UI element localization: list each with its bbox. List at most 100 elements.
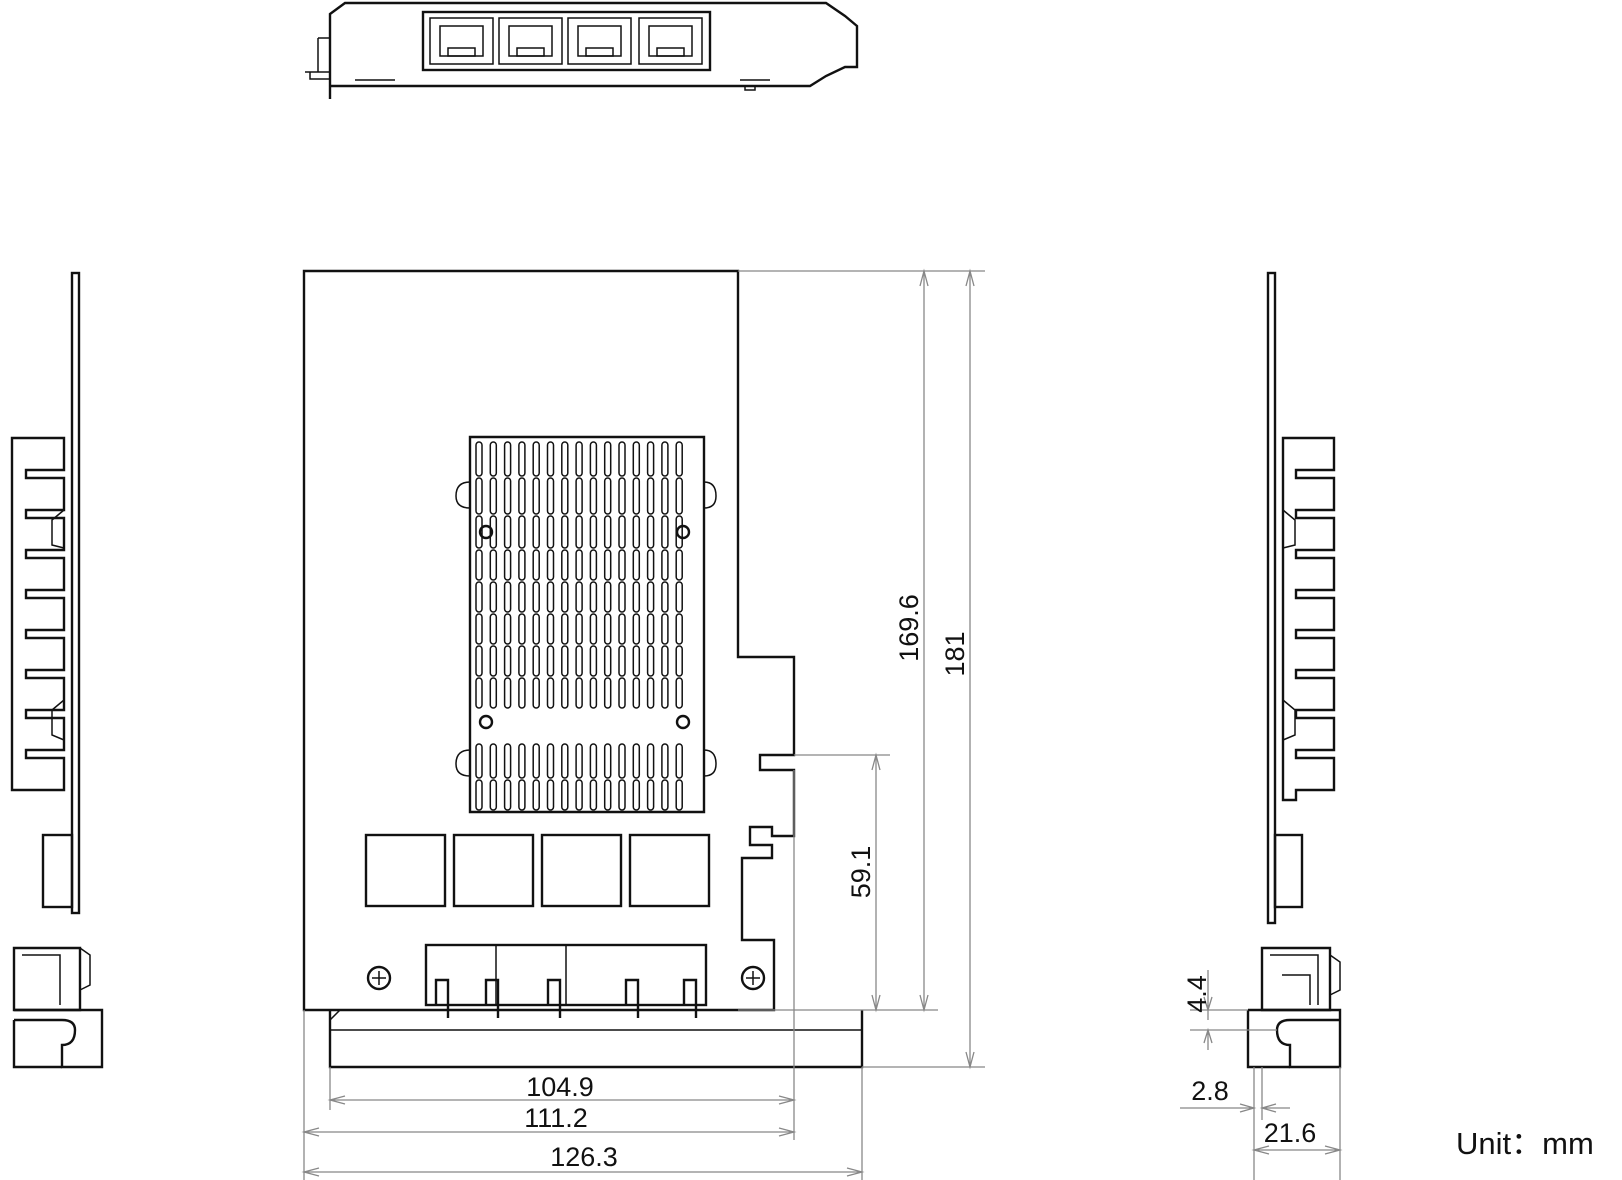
heatsink-fin-slot — [518, 743, 526, 779]
heatsink-fin-slot — [575, 743, 583, 779]
front-view — [302, 269, 864, 1069]
heatsink-fin-slot — [675, 581, 683, 613]
heatsink-fin-slot — [589, 515, 598, 549]
heatsink-fin-slot — [575, 645, 583, 677]
heatsink-fin-slot — [603, 581, 612, 613]
heatsink-fin-slot — [603, 515, 612, 549]
heatsink-fin-slot — [475, 441, 483, 477]
heatsink-fin-slot — [675, 477, 683, 515]
heatsink-fin-slot — [561, 743, 569, 779]
heatsink-fin-slot — [632, 581, 641, 613]
dim-board-length-2: 111.2 — [524, 1103, 588, 1133]
heatsink-fin-slot — [646, 743, 655, 779]
heatsink-fin-slot — [561, 613, 569, 645]
heatsink-fin-slot — [632, 677, 641, 709]
heatsink-fin-slot — [561, 441, 569, 477]
heatsink-fin-slot — [603, 779, 612, 811]
heatsink-fin-slot — [475, 743, 483, 779]
chip-pads — [364, 833, 711, 908]
heatsink-fin-slot — [561, 779, 569, 811]
heatsink-fin-slot — [675, 645, 683, 677]
heatsink-fin-slot — [618, 515, 626, 549]
heatsink-fin-slot — [618, 581, 626, 613]
heatsink-fin-slot — [618, 613, 626, 645]
heatsink-fin-slot — [489, 779, 498, 811]
heatsink-fin-slot — [532, 677, 540, 709]
heatsink-fin-slot — [546, 645, 555, 677]
heatsink-fin-slot — [661, 677, 669, 709]
heatsink-fin-slot — [589, 549, 598, 581]
heatsink-fin-slot — [589, 677, 598, 709]
screw-left — [366, 965, 392, 991]
heatsink-fin-slot — [646, 515, 655, 549]
dim-connector-distance: 59.1 — [846, 846, 876, 899]
dim-side-thickness: 21.6 — [1264, 1118, 1317, 1148]
heatsink-fin-slot — [546, 677, 555, 709]
dim-overall-length: 126.3 — [550, 1142, 618, 1172]
heatsink-fin-slot — [603, 743, 612, 779]
heatsink-fin-slot — [589, 645, 598, 677]
heatsink-fin-slot — [503, 441, 512, 477]
heatsink-fin-slot — [561, 677, 569, 709]
heatsink-fin-slot — [503, 779, 512, 811]
heatsink-fin-slot — [575, 515, 583, 549]
rj45-block-front — [424, 943, 708, 1018]
heatsink-fin-slot — [646, 441, 655, 477]
heatsink-fin-slot — [546, 779, 555, 811]
heatsink-fin-slot — [603, 645, 612, 677]
heatsink-fin-slot — [661, 441, 669, 477]
heatsink-fin-slot — [561, 549, 569, 581]
heatsink-fin-slot — [503, 645, 512, 677]
heatsink-fin-slot — [646, 613, 655, 645]
heatsink-fin-slot — [589, 581, 598, 613]
heatsink-fin-slot — [661, 581, 669, 613]
heatsink-fin-slot — [546, 477, 555, 515]
heatsink-fin-slot — [518, 515, 526, 549]
heatsink-fin-slot — [503, 515, 512, 549]
heatsink-fin-slot — [618, 441, 626, 477]
heatsink-fin-slot — [561, 645, 569, 677]
heatsink-fin-slot — [489, 645, 498, 677]
heatsink-fin-slot — [632, 779, 641, 811]
heatsink-fin-slot — [532, 549, 540, 581]
heatsink-fin-slot — [475, 581, 483, 613]
heatsink-fin-slot — [675, 549, 683, 581]
dim-board-height: 169.6 — [894, 594, 924, 662]
heatsink-fin-slot — [632, 515, 641, 549]
heatsink-fin-slot — [661, 613, 669, 645]
heatsink-fin-slot — [518, 549, 526, 581]
heatsink-fin-slot — [503, 581, 512, 613]
heatsink-fin-slot — [589, 743, 598, 779]
heatsink-fin-slot — [489, 581, 498, 613]
heatsink-fin-slot — [518, 779, 526, 811]
heatsink-fin-slot — [532, 779, 540, 811]
heatsink-fin-slot — [489, 677, 498, 709]
right-side-view — [1246, 271, 1342, 1069]
heatsink-fin-slot — [632, 441, 641, 477]
left-side-view — [10, 271, 104, 1069]
heatsink-fin-slot — [646, 549, 655, 581]
heatsink-fin-slot — [489, 515, 498, 549]
heatsink-fin-slot — [532, 581, 540, 613]
heatsink-fin-slot — [503, 743, 512, 779]
heatsink-fin-slot — [532, 515, 540, 549]
heatsink-fin-slot — [575, 779, 583, 811]
heatsink-fin-slot — [646, 477, 655, 515]
heatsink-fin-slot — [632, 743, 641, 779]
heatsink-fin-slot — [532, 441, 540, 477]
heatsink-fin-slot — [603, 441, 612, 477]
dim-side-offset-1: 4.4 — [1182, 975, 1212, 1013]
heatsink-fin-slot — [475, 549, 483, 581]
heatsink-fin-slot — [661, 515, 669, 549]
heatsink-fin-slot — [575, 677, 583, 709]
heatsink-fin-slot — [489, 743, 498, 779]
heatsink-fin-slot — [546, 581, 555, 613]
heatsink-fin-slot — [575, 477, 583, 515]
heatsink-fin-slot — [532, 477, 540, 515]
heatsink-fin-slot — [618, 677, 626, 709]
heatsink-fin-slot — [661, 743, 669, 779]
heatsink-fin-slot — [518, 613, 526, 645]
heatsink-fin-slot — [503, 677, 512, 709]
heatsink-fin-slot — [489, 477, 498, 515]
